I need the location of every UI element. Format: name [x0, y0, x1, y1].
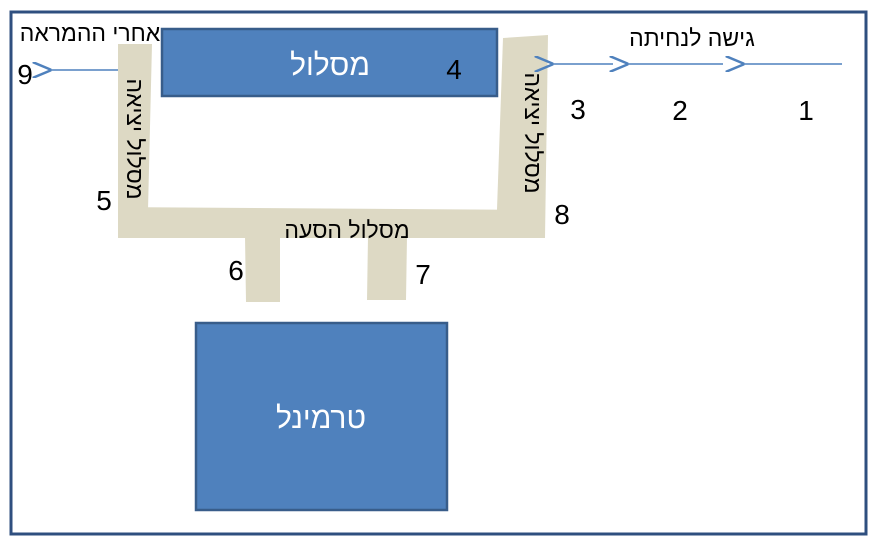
runway-label: מסלול [290, 49, 370, 82]
point-3: 3 [570, 94, 586, 125]
point-8: 8 [554, 199, 570, 230]
left-exit-taxiway [118, 44, 152, 210]
right-exit-taxiway-label: מסלול יציאה [520, 72, 546, 193]
terminal-connector-right [367, 236, 407, 300]
point-7: 7 [415, 259, 431, 290]
after-takeoff-label: אחרי ההמראה [20, 20, 161, 46]
point-4: 4 [446, 54, 462, 85]
point-2: 2 [672, 95, 688, 126]
point-9: 9 [17, 59, 33, 90]
right-exit-taxiway [496, 35, 548, 238]
terminal-connector-left [245, 236, 280, 302]
approach-label: גישה לנחיתה [629, 25, 755, 51]
runway-box [160, 27, 499, 98]
terminal-box [194, 321, 449, 512]
left-exit-taxiway-label: מסלול יציאה [122, 78, 148, 199]
point-1: 1 [798, 95, 814, 126]
point-5: 5 [96, 185, 112, 216]
point-6: 6 [228, 255, 244, 286]
terminal-label: טרמינל [276, 402, 366, 435]
taxiway-label: מסלול הסעה [284, 217, 409, 243]
main-taxiway [118, 207, 545, 238]
